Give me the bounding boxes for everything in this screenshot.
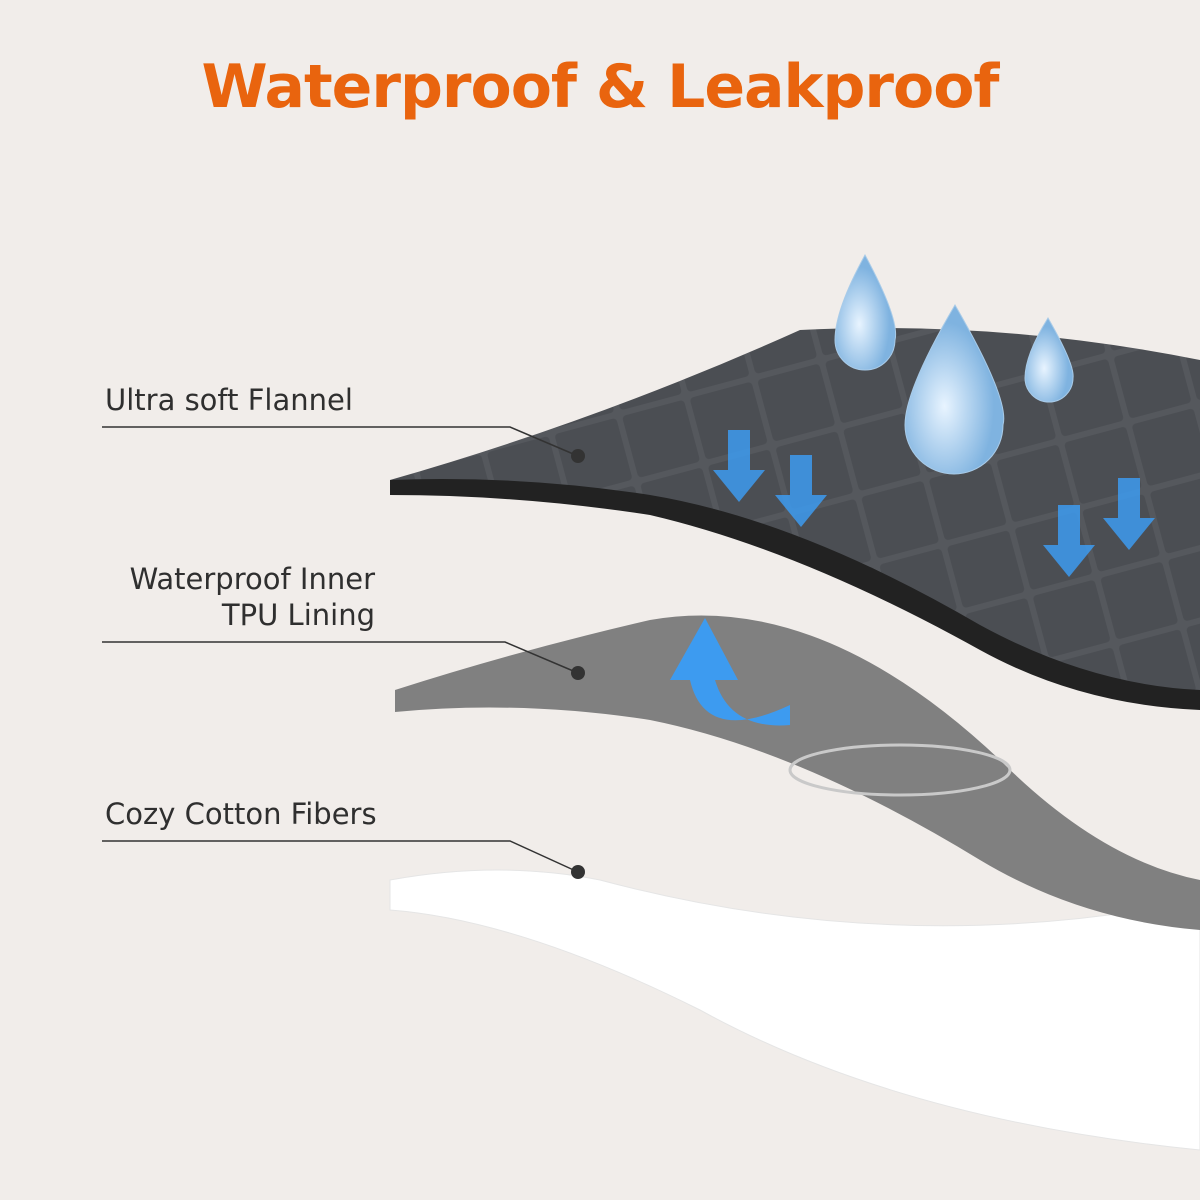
label-tpu-line2: TPU Lining (221, 598, 375, 632)
splash-icon (788, 743, 1012, 797)
label-cotton: Cozy Cotton Fibers (105, 797, 377, 831)
down-arrow-icons (713, 430, 1155, 577)
label-tpu-line1: Waterproof Inner (129, 562, 375, 596)
up-arrow-icon (670, 618, 790, 726)
tpu-layer (395, 615, 1200, 930)
cotton-layer (389, 869, 1200, 1151)
label-flannel: Ultra soft Flannel (105, 383, 353, 417)
page-title: Waterproof & Leakproof (201, 52, 999, 122)
water-drop-icons (834, 253, 1074, 475)
label-tpu: Waterproof Inner TPU Lining (105, 561, 375, 633)
